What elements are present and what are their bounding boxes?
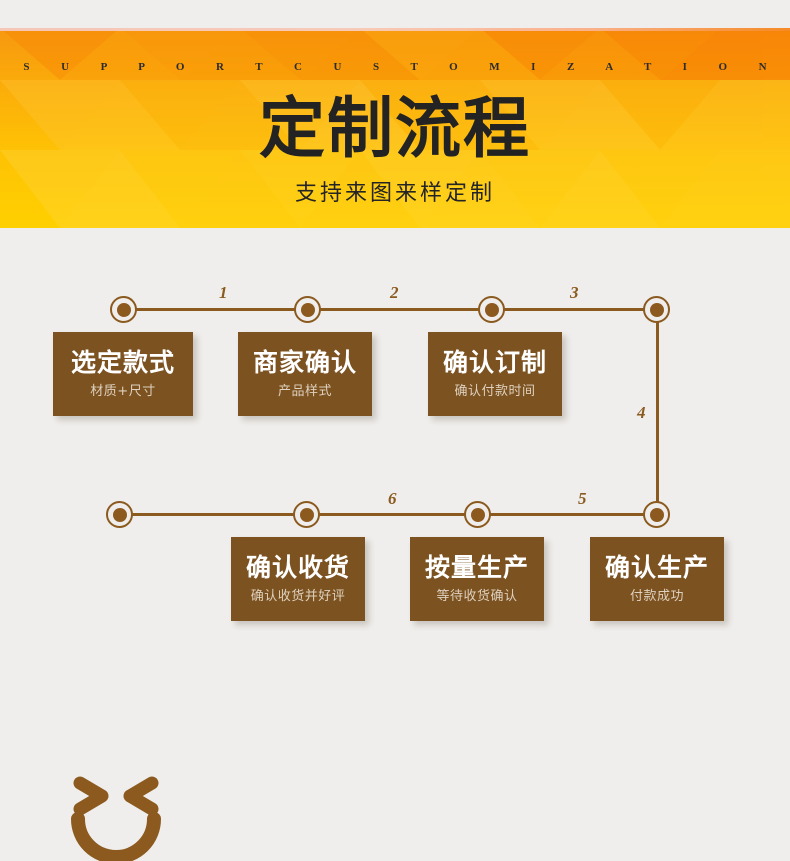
flow-node-8[interactable]	[106, 501, 133, 528]
flow-card-subtitle: 确认付款时间	[454, 383, 536, 399]
banner-top-accent-strip	[0, 28, 790, 31]
page-title: 定制流程	[259, 90, 531, 167]
flow-card-title: 按量生产	[424, 552, 529, 582]
flow-card-merchant-confirm[interactable]: 商家确认 产品样式	[238, 332, 372, 416]
flow-node-7[interactable]	[293, 501, 320, 528]
process-flow-diagram: 1 2 3 4 5 6 选定款式 材质+尺寸 商家确认 产品样式 确认订制 确认…	[0, 228, 790, 861]
step-number-2: 2	[390, 283, 399, 302]
flow-card-subtitle: 等待收货确认	[436, 588, 518, 604]
smiley-face-icon	[71, 776, 161, 861]
step-number-3: 3	[570, 283, 579, 302]
flow-card-subtitle: 付款成功	[629, 588, 684, 604]
step-number-5: 5	[578, 489, 587, 508]
page-root: S U P P O R T C U S T O M I Z A T I O N …	[0, 28, 790, 861]
connector-line-right-vertical	[656, 308, 659, 514]
flow-card-confirm-order[interactable]: 确认订制 确认付款时间	[428, 332, 562, 416]
flow-card-title: 确认收货	[245, 552, 350, 582]
flow-node-2[interactable]	[294, 296, 321, 323]
flow-node-5[interactable]	[643, 501, 670, 528]
connector-line-bottom	[119, 513, 657, 516]
flow-card-produce-by-quantity[interactable]: 按量生产 等待收货确认	[410, 537, 544, 621]
flow-card-confirm-receipt[interactable]: 确认收货 确认收货并好评	[231, 537, 365, 621]
step-number-6: 6	[388, 489, 397, 508]
flow-card-subtitle: 确认收货并好评	[250, 588, 346, 604]
flow-card-title: 选定款式	[70, 347, 175, 377]
flow-card-title: 确认订制	[442, 347, 547, 377]
flow-card-title: 确认生产	[604, 552, 709, 582]
step-number-1: 1	[219, 283, 228, 302]
header-banner: S U P P O R T C U S T O M I Z A T I O N …	[0, 28, 790, 228]
flow-node-4[interactable]	[643, 296, 670, 323]
flow-node-1[interactable]	[110, 296, 137, 323]
flow-card-confirm-production[interactable]: 确认生产 付款成功	[590, 537, 724, 621]
footer-spacer	[0, 660, 790, 664]
flow-card-subtitle: 材质+尺寸	[90, 383, 156, 399]
flow-card-select-style[interactable]: 选定款式 材质+尺寸	[53, 332, 193, 416]
page-subtitle: 支持来图来样定制	[294, 181, 495, 206]
step-number-4: 4	[637, 403, 646, 422]
flow-card-title: 商家确认	[252, 347, 357, 377]
flow-card-subtitle: 产品样式	[277, 383, 332, 399]
flow-node-6[interactable]	[464, 501, 491, 528]
banner-eyebrow-text: S U P P O R T C U S T O M I Z A T I O N	[23, 61, 781, 73]
flow-node-3[interactable]	[478, 296, 505, 323]
connector-line-top	[123, 308, 657, 311]
low-poly-background	[0, 28, 790, 228]
